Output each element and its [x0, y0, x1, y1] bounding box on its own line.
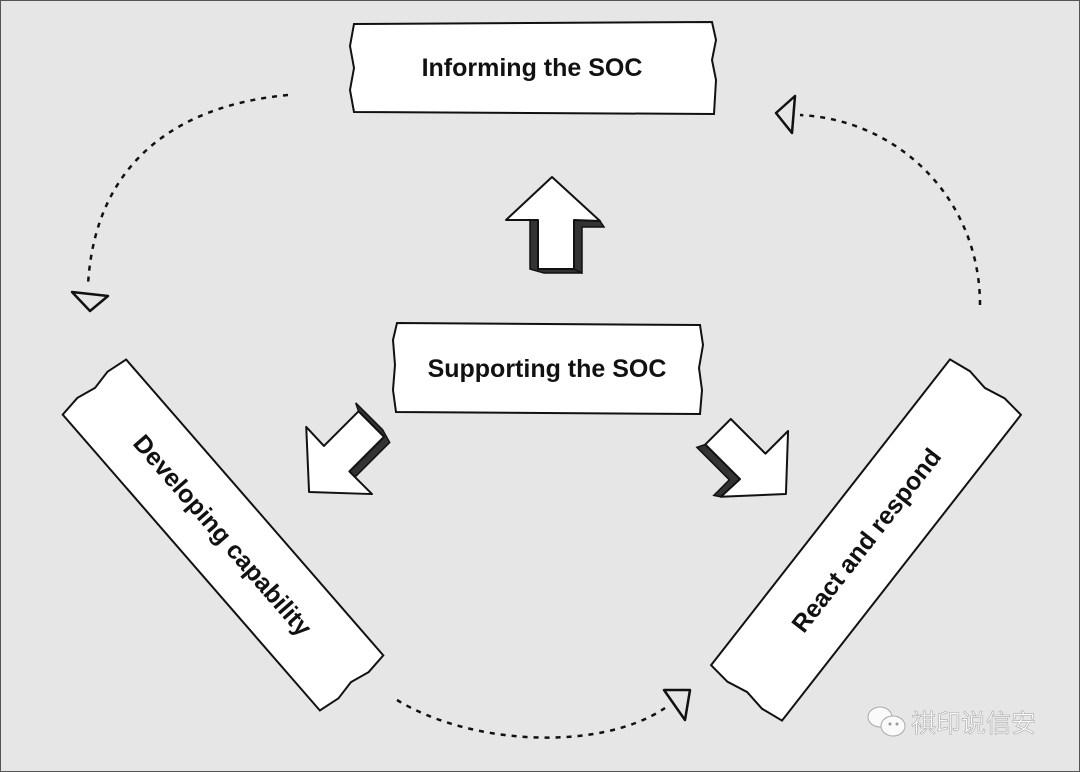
up-arrow-icon [505, 176, 606, 275]
wechat-icon [867, 706, 906, 737]
node-informing-the-soc: Informing the SOC [348, 20, 718, 116]
down-left-arrow-icon [305, 402, 391, 496]
node-label: Supporting the SOC [428, 355, 667, 383]
watermark: 祺印说信安 [867, 706, 1036, 738]
dashed-arrow-developing-to-react [396, 688, 692, 739]
dashed-arrow-react-to-informing [774, 94, 982, 306]
watermark-text: 祺印说信安 [911, 709, 1036, 738]
node-supporting-the-soc: Supporting the SOC [391, 321, 705, 416]
dashed-arrow-informing-to-developing [70, 93, 289, 313]
down-right-arrow-icon [695, 417, 790, 498]
node-label: Informing the SOC [422, 54, 643, 82]
